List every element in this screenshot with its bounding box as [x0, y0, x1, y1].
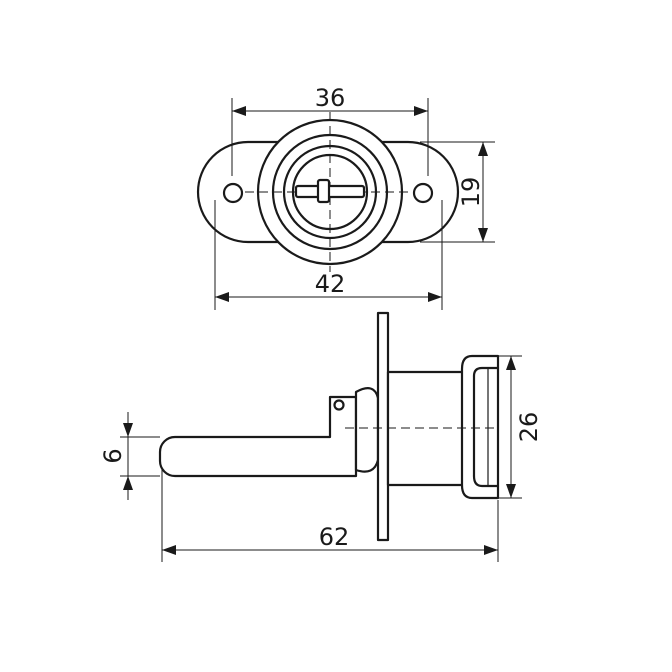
flange-step [472, 366, 500, 378]
dimension-label-bottom-width: 42 [315, 270, 346, 298]
bolt-pin-hole [333, 399, 345, 411]
keyway-slot [316, 178, 331, 204]
dimension-top-width: 36 [231, 84, 429, 176]
dimension-label-cylinder-diameter: 26 [515, 412, 543, 443]
cam [354, 387, 380, 473]
front-view [196, 112, 460, 272]
dimension-overall-length: 62 [161, 470, 499, 562]
lock-bolt [158, 395, 358, 478]
dimension-label-bolt-thickness: 6 [99, 448, 127, 463]
dimension-height: 19 [420, 141, 495, 243]
flange-step-lower [472, 474, 500, 488]
side-view [158, 311, 500, 542]
cylinder-flange [460, 354, 500, 500]
dimension-label-overall-length: 62 [319, 523, 350, 551]
dimension-label-top-width: 36 [315, 84, 346, 112]
screw-hole-right [412, 182, 434, 204]
dimension-bottom-width: 42 [214, 200, 443, 310]
dimension-bolt-thickness: 6 [99, 412, 160, 500]
dimension-label-height: 19 [457, 177, 485, 208]
dimension-cylinder-diameter: 26 [498, 355, 543, 499]
screw-hole-left [222, 182, 244, 204]
mounting-plate-side [376, 311, 390, 542]
cylinder-body [386, 370, 466, 487]
